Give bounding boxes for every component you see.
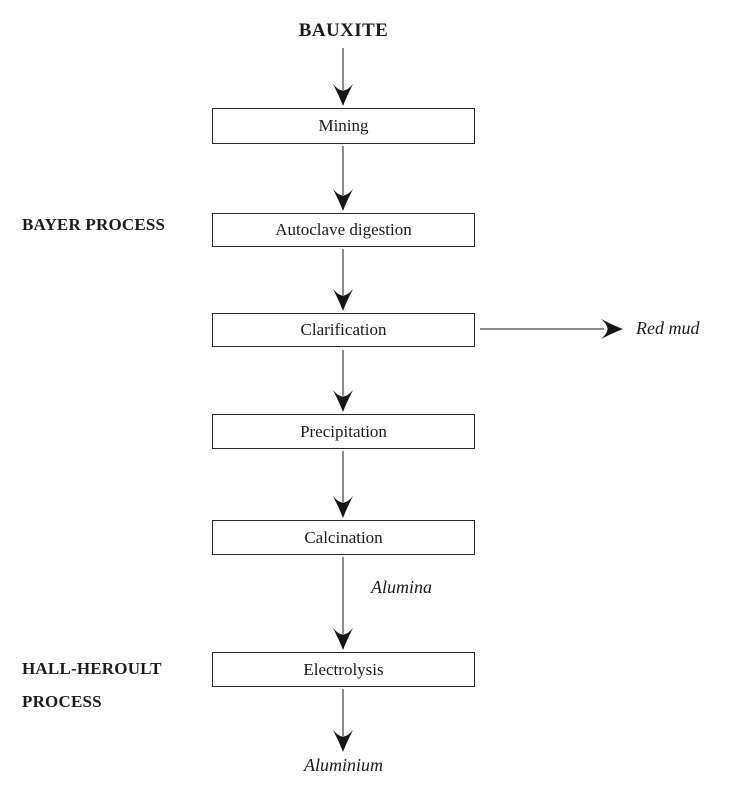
arrow-down-icon: [333, 289, 353, 311]
step-label-mining: Mining: [318, 116, 369, 135]
arrow-right-icon: [601, 319, 623, 339]
input-material-label: BAUXITE: [298, 20, 389, 41]
arrow-down-icon: [333, 84, 353, 106]
hall-heroult-process-label-line2: PROCESS: [22, 692, 102, 711]
step-label-autoclave-digestion: Autoclave digestion: [275, 220, 412, 239]
step-box-autoclave-digestion: Autoclave digestion: [212, 213, 475, 247]
byproduct-label: Red mud: [636, 318, 700, 338]
arrow-down-icon: [333, 496, 353, 518]
step-box-clarification: Clarification: [212, 313, 475, 347]
arrow-shaft-precipitation-to-calcination: [342, 451, 344, 502]
arrow-down-icon: [333, 189, 353, 211]
intermediate-product-label: Alumina: [371, 577, 432, 597]
arrow-shaft-calcination-to-electrolysis: [342, 557, 344, 634]
arrow-shaft-autoclave-to-clarification: [342, 249, 344, 295]
output-product-label: Aluminium: [304, 755, 383, 775]
arrow-shaft-mining-to-autoclave: [342, 146, 344, 195]
step-label-electrolysis: Electrolysis: [303, 659, 384, 679]
arrow-down-icon: [333, 390, 353, 412]
step-box-mining: Mining: [212, 108, 475, 144]
arrow-down-icon: [333, 628, 353, 650]
arrow-down-icon: [333, 730, 353, 752]
arrow-shaft-electrolysis-to-aluminium: [342, 689, 344, 736]
step-label-clarification: Clarification: [300, 320, 387, 339]
step-label-precipitation: Precipitation: [300, 421, 387, 441]
step-label-calcination: Calcination: [304, 527, 383, 547]
step-box-precipitation: Precipitation: [212, 414, 475, 449]
step-box-calcination: Calcination: [212, 520, 475, 555]
step-box-electrolysis: Electrolysis: [212, 652, 475, 687]
bayer-process-label: BAYER PROCESS: [22, 215, 166, 234]
arrow-shaft-clarification-to-precipitation: [342, 350, 344, 396]
arrow-shaft-clarification-to-redmud: [480, 328, 604, 330]
hall-heroult-process-label-line1: HALL-HEROULT: [22, 659, 162, 678]
arrow-shaft-bauxite-to-mining: [342, 48, 344, 90]
